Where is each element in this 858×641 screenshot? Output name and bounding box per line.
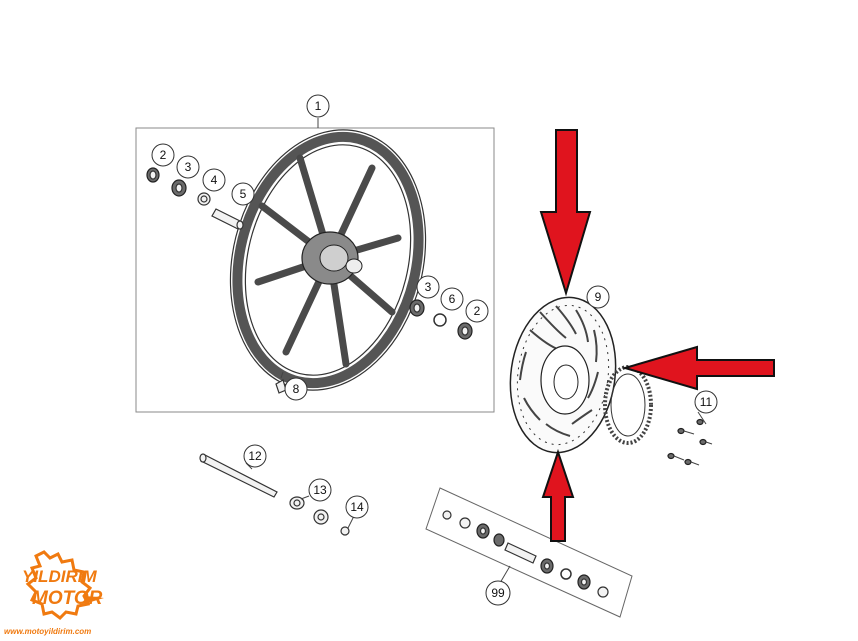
logo-url[interactable]: www.motoyildirim.com xyxy=(4,627,91,636)
callout-6: 6 xyxy=(440,287,464,311)
callout-14: 14 xyxy=(345,495,369,519)
svg-text:8: 8 xyxy=(293,382,300,396)
callout-2: 2 xyxy=(151,143,175,167)
callout-5: 5 xyxy=(231,182,255,206)
arrow-down xyxy=(539,129,592,297)
svg-text:3: 3 xyxy=(185,160,192,174)
callout-3-right: 3 xyxy=(416,275,440,299)
svg-text:4: 4 xyxy=(211,173,218,187)
logo-line1: YILDIRIM xyxy=(22,567,97,586)
arrow-left xyxy=(621,345,775,391)
svg-text:99: 99 xyxy=(491,586,505,600)
svg-text:1: 1 xyxy=(315,99,322,113)
spacers xyxy=(289,495,329,525)
callout-99: 99 xyxy=(485,580,511,606)
callout-8: 8 xyxy=(284,377,308,401)
svg-text:2: 2 xyxy=(474,304,481,318)
repair-kit xyxy=(425,487,633,618)
front-wheel xyxy=(229,129,427,391)
svg-text:9: 9 xyxy=(595,290,602,304)
abs-ring xyxy=(603,365,653,445)
arrow-up xyxy=(541,448,575,542)
callout-4: 4 xyxy=(202,168,226,192)
svg-text:12: 12 xyxy=(248,449,262,463)
yildirim-motor-logo[interactable]: YILDIRIM MOTOR www.motoyildirim.com xyxy=(4,550,104,636)
left-bearing-parts xyxy=(146,167,244,230)
gear-icon xyxy=(25,550,93,620)
axle-screw xyxy=(340,515,355,536)
red-arrows xyxy=(539,129,775,542)
right-bearing-parts xyxy=(409,299,473,340)
callout-12: 12 xyxy=(243,444,267,468)
wheel-assembly-frame xyxy=(135,127,495,413)
callout-3: 3 xyxy=(176,155,200,179)
svg-text:5: 5 xyxy=(240,187,247,201)
callout-13: 13 xyxy=(308,478,332,502)
callout-2-right: 2 xyxy=(465,299,489,323)
svg-text:13: 13 xyxy=(313,483,327,497)
callout-1: 1 xyxy=(306,94,330,118)
svg-text:11: 11 xyxy=(700,395,713,409)
logo-line2: MOTOR xyxy=(32,588,103,609)
svg-text:3: 3 xyxy=(425,280,432,294)
callout-11: 11 xyxy=(694,390,718,414)
callout-9: 9 xyxy=(586,285,610,309)
disc-screws xyxy=(667,411,713,466)
svg-text:6: 6 xyxy=(449,292,456,306)
svg-text:14: 14 xyxy=(350,500,364,514)
callouts: 1 2 3 4 5 3 6 2 8 9 11 12 13 14 99 xyxy=(151,94,718,606)
svg-text:2: 2 xyxy=(160,148,167,162)
brake-disc xyxy=(509,296,617,454)
